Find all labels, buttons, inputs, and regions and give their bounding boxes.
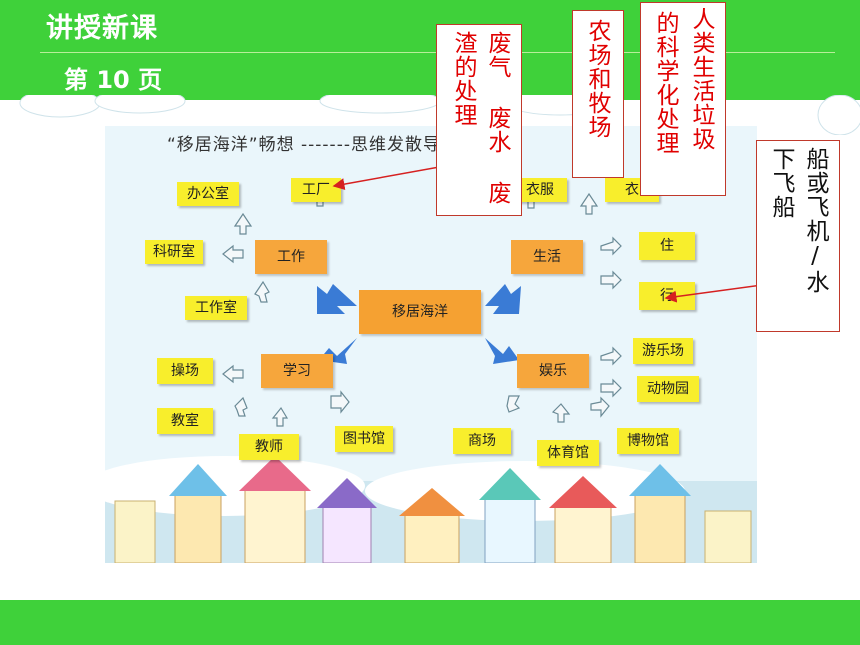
- note-garbage: 人类生活垃圾 的科学化处理: [640, 2, 726, 196]
- work-item: 工厂: [291, 178, 341, 202]
- life-item: 住: [639, 232, 695, 260]
- outline-arrow: [600, 236, 622, 256]
- outline-arrow: [233, 212, 253, 235]
- work-item: 办公室: [177, 182, 239, 206]
- page-label: 第 10 页: [64, 66, 163, 94]
- note-waste: 废气 废水 废 渣的处理: [436, 24, 522, 216]
- fun-item: 体育馆: [537, 440, 599, 466]
- work-item: 工作室: [185, 296, 247, 320]
- outline-arrow: [506, 395, 521, 413]
- study-item: 教师: [239, 434, 299, 460]
- note-farm-text: 农场和牧场: [584, 19, 610, 139]
- mindmap-arrows: [105, 184, 757, 563]
- study-item: 教室: [157, 408, 213, 434]
- fun-item: 动物园: [637, 376, 699, 402]
- note-waste-line2: 渣的处理: [450, 31, 476, 127]
- fun-item: 游乐场: [633, 338, 693, 364]
- note-garbage-line2: 的科学化处理: [652, 11, 678, 155]
- note-transport: 船或飞机/水 下飞船: [756, 140, 840, 332]
- outline-arrow: [234, 396, 248, 417]
- note-farm: 农场和牧场: [572, 10, 624, 178]
- mindmap-title: “移居海洋”畅想 -------思维发散导图:: [167, 135, 466, 155]
- fun-item: 博物馆: [617, 428, 679, 454]
- fun-item: 商场: [453, 428, 511, 454]
- life-item: 衣服: [513, 178, 567, 202]
- note-garbage-line1: 人类生活垃圾: [688, 7, 714, 151]
- note-transport-line2: 下飞船: [768, 147, 794, 219]
- outline-arrow: [579, 192, 599, 215]
- life-item: 行: [639, 282, 695, 310]
- study-item: 图书馆: [335, 426, 393, 452]
- outline-arrow: [330, 390, 350, 414]
- arrow-to-work: [317, 284, 357, 314]
- outline-arrow: [600, 346, 622, 366]
- note-waste-line1: 废气 废水 废: [484, 31, 510, 205]
- branch-study: 学习: [261, 354, 333, 388]
- outline-arrow: [600, 378, 622, 398]
- branch-fun: 娱乐: [517, 354, 589, 388]
- outline-arrow: [600, 270, 622, 290]
- outline-arrow: [222, 364, 244, 384]
- branch-work: 工作: [255, 240, 327, 274]
- branch-life: 生活: [511, 240, 583, 274]
- slide-title: 讲授新课: [46, 13, 158, 44]
- header-bar: 讲授新课 第 10 页: [0, 0, 860, 100]
- town-illustration: [105, 456, 757, 563]
- mindmap-image: “移居海洋”畅想 -------思维发散导图:: [105, 126, 757, 563]
- note-transport-line1: 船或飞机/水: [802, 147, 828, 294]
- outline-arrow: [551, 403, 571, 423]
- work-item: 科研室: [145, 240, 203, 264]
- arrow-to-life: [485, 284, 521, 314]
- footer-bar: [0, 600, 860, 645]
- outline-arrow: [271, 406, 289, 427]
- center-node: 移居海洋: [359, 290, 481, 334]
- outline-arrow: [254, 280, 270, 303]
- outline-arrow: [590, 396, 610, 418]
- outline-arrow: [222, 244, 244, 264]
- study-item: 操场: [157, 358, 213, 384]
- arrow-to-fun: [485, 338, 519, 364]
